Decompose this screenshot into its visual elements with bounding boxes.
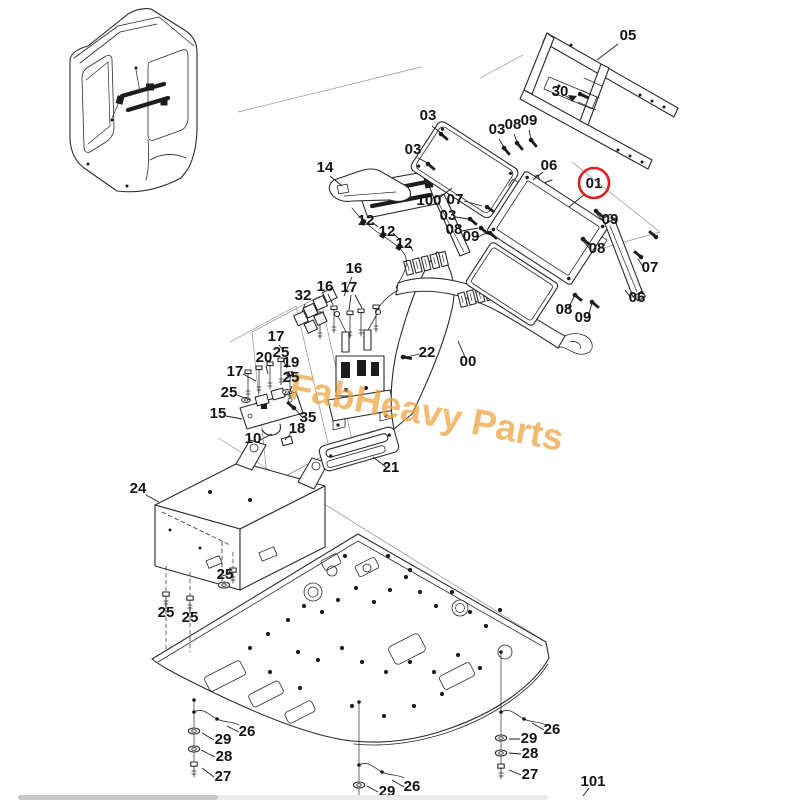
part-label-07: 07 [642,259,659,276]
mount-channel [433,193,471,257]
part-label-08: 08 [505,116,522,133]
frame-05 [519,32,679,170]
part-label-30: 30 [552,83,569,100]
part-label-01: 01 [586,175,603,192]
part-label-27: 27 [522,766,539,783]
part-label-08: 08 [589,240,606,257]
part-label-03: 03 [405,141,422,158]
part-label-14: 14 [317,159,334,176]
bolt-30 [577,91,590,100]
fastener-stack-middle [352,700,405,800]
part-label-03: 03 [489,121,506,138]
part-label-09: 09 [602,211,619,228]
part-label-12: 12 [358,212,375,229]
bracket-plate-21 [318,426,400,472]
part-label-08: 08 [556,301,573,318]
part-label-05: 05 [620,27,637,44]
highlight-circle-part-01 [577,166,611,200]
part-label-22: 22 [419,344,436,361]
plate-holes [204,553,513,724]
part-label-16: 16 [317,278,334,295]
part-label-06: 06 [541,157,558,174]
part-labels: 05 30 03 03 08 09 03 06 01 100 07 03 08 … [130,27,659,800]
part-label-27: 27 [215,768,232,785]
part-label-25: 25 [182,609,199,626]
pilot-valve-assembly [327,308,396,431]
part-label-16: 16 [346,260,363,277]
part-label-03: 03 [420,107,437,124]
part-label-29: 29 [215,731,232,748]
part-label-15: 15 [210,405,227,422]
part-label-26: 26 [404,778,421,795]
connector-bank-32 [293,287,338,334]
part-label-18: 18 [289,420,306,437]
part-label-25: 25 [158,604,175,621]
part-label-25: 25 [221,384,238,401]
part-label-17: 17 [341,279,358,296]
part-label-101: 101 [580,773,605,790]
part-label-07: 07 [447,191,464,208]
floor-plate-101 [151,533,550,746]
part-label-20: 20 [256,349,273,366]
panel-100 [410,121,519,219]
part-label-24: 24 [130,480,147,497]
controller-box-01 [487,171,609,285]
fastener-stack-left [187,698,240,778]
part-label-09: 09 [521,112,538,129]
part-label-17: 17 [227,363,244,380]
part-label-03: 03 [440,207,457,224]
part-label-25: 25 [273,344,290,361]
part-label-09: 09 [575,309,592,326]
bracket-24 [154,439,329,653]
part-label-12: 12 [396,235,413,252]
part-label-25: 25 [283,369,300,386]
part-label-06: 06 [629,289,646,306]
part-label-10: 10 [245,430,262,447]
part-label-17: 17 [268,328,285,345]
part-label-32: 32 [295,287,312,304]
part-label-100: 100 [416,192,441,209]
leader-dots [403,132,533,359]
leader-lines [145,43,645,797]
part-label-35: 35 [300,409,317,426]
cab-inset [69,8,198,193]
bracket-cluster-15-10 [239,357,304,447]
part-label-08: 08 [446,221,463,238]
part-label-26: 26 [544,721,561,738]
part-label-12: 12 [379,223,396,240]
part-label-26: 26 [239,723,256,740]
part-label-29: 29 [521,730,538,747]
part-label-25: 25 [217,566,234,583]
part-label-09: 09 [463,228,480,245]
part-label-28: 28 [216,748,233,765]
part-label-21: 21 [383,459,400,476]
sub-panel [465,242,559,326]
part-label-00: 00 [460,353,477,370]
fastener-stack-right [494,650,547,780]
bracket-06-right [602,213,646,302]
part-label-28: 28 [522,745,539,762]
arrowhead-30 [568,95,577,102]
part-label-19: 19 [283,354,300,371]
scrollbar-thumb[interactable] [18,795,218,800]
